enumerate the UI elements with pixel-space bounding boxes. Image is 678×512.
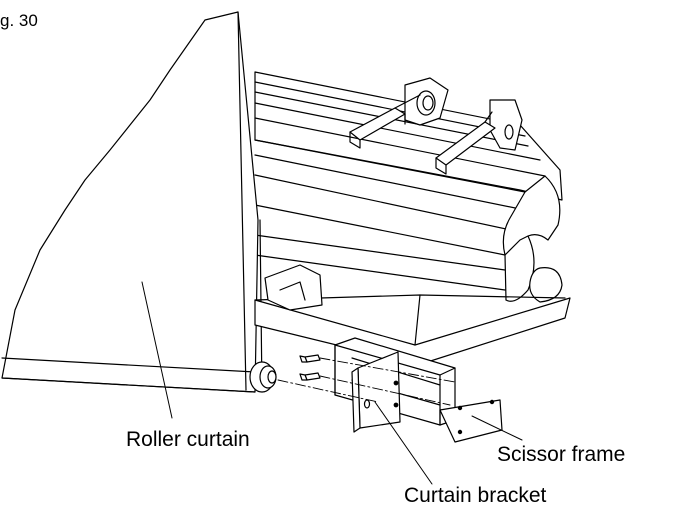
machine-frame (255, 72, 562, 302)
leader-lines (142, 282, 522, 484)
callout-roller-curtain: Roller curtain (126, 428, 250, 451)
bolts (300, 355, 320, 380)
callout-scissor-frame: Scissor frame (497, 443, 626, 466)
scissor-frame-part (255, 265, 570, 442)
leader-scissor-frame (472, 416, 522, 440)
lifting-lugs (350, 78, 522, 174)
roller-curtain (2, 12, 262, 392)
figure-label: g. 30 (0, 11, 38, 30)
leader-curtain-bracket (375, 402, 432, 484)
callout-curtain-bracket: Curtain bracket (404, 484, 547, 507)
roller-end-cap (250, 362, 276, 392)
leader-roller-curtain (142, 282, 172, 418)
alignment-centerlines (278, 358, 455, 405)
curtain-bracket-part (352, 352, 400, 432)
